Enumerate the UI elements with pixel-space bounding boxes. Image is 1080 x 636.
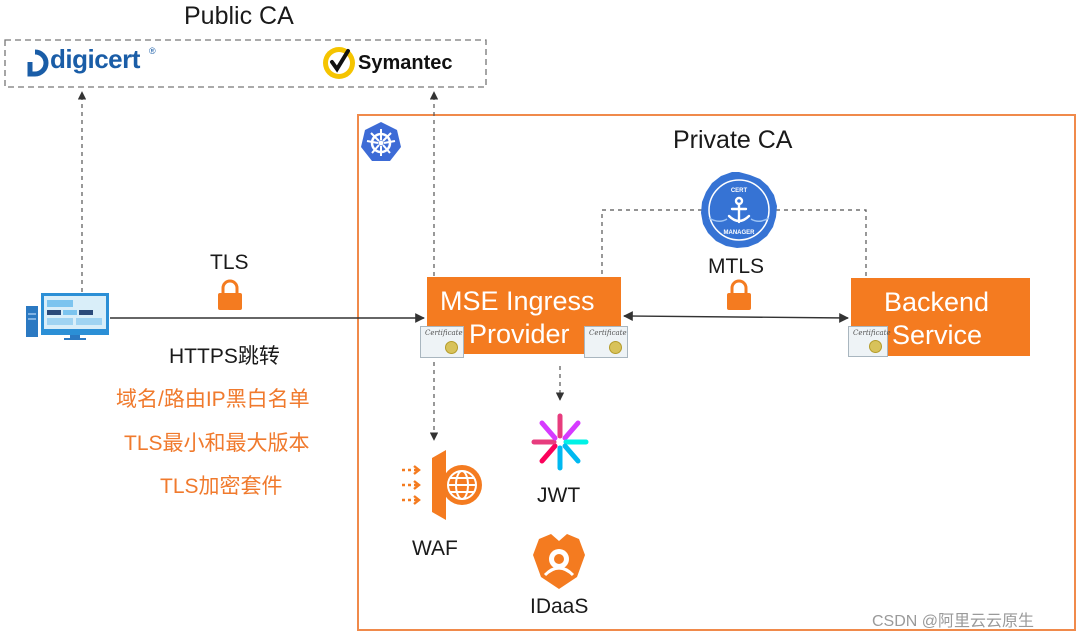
domain-ip-list-label: 域名/路由IP黑白名单 bbox=[116, 388, 310, 411]
jwt-label: JWT bbox=[537, 484, 581, 507]
public-ca-title: Public CA bbox=[184, 2, 294, 30]
backend-title-line1: Backend bbox=[884, 287, 990, 317]
digicert-logo bbox=[27, 49, 49, 77]
ingress-backend-mtls-arrow bbox=[623, 311, 849, 323]
waf-icon bbox=[402, 450, 482, 520]
private-ca-box bbox=[357, 114, 1076, 631]
cert-manager-to-backend-line bbox=[776, 209, 871, 327]
certificate-icon: Certificate bbox=[584, 326, 628, 358]
kubernetes-icon bbox=[361, 122, 401, 161]
backend-title-line2: Service bbox=[892, 320, 983, 350]
tls-cipher-label: TLS加密套件 bbox=[160, 475, 283, 498]
waf-label: WAF bbox=[412, 537, 458, 560]
ingress-title-line2: Provider bbox=[469, 319, 570, 349]
lock-icon bbox=[218, 279, 242, 310]
jwt-icon bbox=[531, 413, 589, 471]
tls-label: TLS bbox=[210, 251, 249, 274]
cert-manager-anchor-icon: CERT MANAGER bbox=[701, 172, 777, 248]
lock-icon bbox=[727, 279, 751, 310]
private-ca-title: Private CA bbox=[673, 126, 793, 154]
desktop-client-icon bbox=[26, 293, 109, 340]
digicert-wordmark: digicert bbox=[50, 44, 140, 74]
certificate-icon: Certificate bbox=[848, 326, 891, 357]
https-redirect-label: HTTPS跳转 bbox=[169, 345, 280, 368]
digicert-registered-mark: ® bbox=[149, 46, 156, 56]
public-ca-box bbox=[4, 39, 487, 88]
idaas-icon bbox=[533, 534, 585, 589]
idaas-label: IDaaS bbox=[530, 595, 589, 618]
certificate-icon: Certificate bbox=[420, 326, 464, 358]
tls-version-label: TLS最小和最大版本 bbox=[124, 432, 310, 455]
symantec-wordmark: Symantec bbox=[358, 52, 453, 74]
ingress-title-line1: MSE Ingress bbox=[440, 286, 595, 316]
svg-text:CERT: CERT bbox=[731, 188, 748, 194]
symantec-check-icon bbox=[323, 47, 355, 79]
svg-text:MANAGER: MANAGER bbox=[724, 230, 756, 236]
csdn-watermark: CSDN @阿里云云原生 bbox=[872, 613, 1035, 630]
mtls-label: MTLS bbox=[708, 255, 765, 278]
